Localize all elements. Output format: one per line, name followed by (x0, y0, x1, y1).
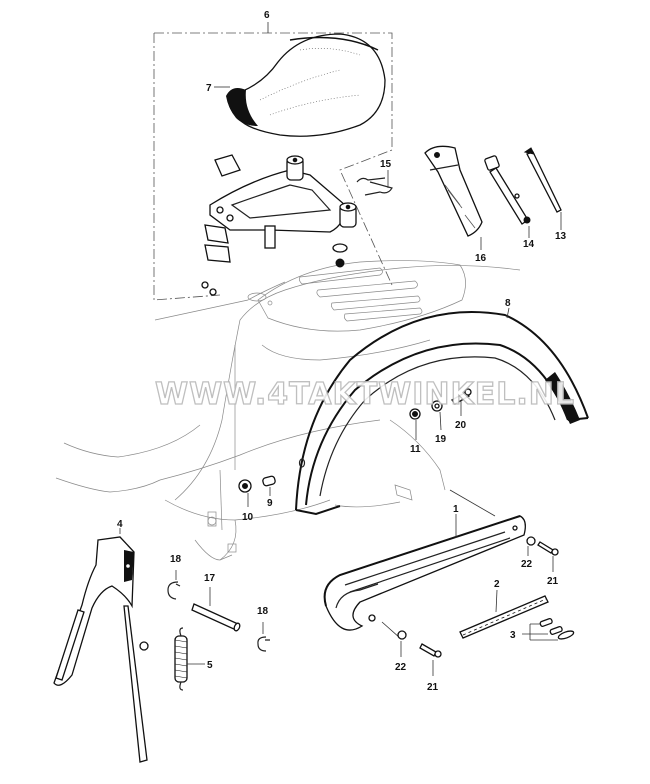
plug-wrench (484, 155, 531, 238)
seat (214, 33, 386, 137)
frame-outline (55, 260, 521, 561)
callout-5: 5 (207, 660, 213, 671)
callout-7: 7 (206, 83, 212, 94)
seat-bracket (201, 154, 357, 296)
circlip-right (257, 622, 270, 652)
callout-22b: 22 (395, 662, 407, 673)
chain-master-link-set (522, 617, 575, 641)
callout-9: 9 (267, 498, 273, 509)
stand-pivot-pin (191, 587, 241, 632)
callout-4: 4 (117, 519, 123, 530)
callout-8: 8 (505, 298, 511, 309)
callout-14: 14 (523, 239, 535, 250)
callout-labels: 6 7 15 16 14 13 8 20 19 11 9 10 1 4 18 2… (117, 10, 567, 693)
callout-1: 1 (453, 504, 459, 515)
seat-hinge-clip (356, 170, 393, 196)
callout-10: 10 (242, 512, 254, 523)
callout-21a: 21 (547, 576, 559, 587)
guard-bolt-lower (381, 621, 442, 676)
center-stand (53, 528, 149, 763)
chain-guard (323, 489, 526, 631)
drive-chain (459, 589, 549, 639)
circlip-left (167, 570, 181, 600)
callout-16: 16 (475, 253, 487, 264)
fender-hardware (409, 388, 472, 440)
callout-17: 17 (204, 573, 216, 584)
callout-3: 3 (510, 630, 516, 641)
callout-2: 2 (494, 579, 500, 590)
callout-19: 19 (435, 434, 447, 445)
callout-22a: 22 (521, 559, 533, 570)
tool-pouch (424, 145, 483, 250)
callout-18a: 18 (170, 554, 182, 565)
rear-fender (295, 307, 589, 516)
callout-15: 15 (380, 159, 392, 170)
nut-and-bushing (238, 475, 276, 507)
callout-21b: 21 (427, 682, 439, 693)
callout-20: 20 (455, 420, 467, 431)
seat-assembly-boundary (153, 22, 393, 301)
guard-bolt-upper (526, 536, 559, 572)
callout-18b: 18 (257, 606, 269, 617)
callout-6: 6 (264, 10, 270, 21)
screwdriver (523, 147, 562, 230)
stand-return-spring (174, 627, 205, 691)
callout-11: 11 (410, 444, 421, 455)
callout-13: 13 (555, 231, 567, 242)
watermark: WWW.4TAKTWINKEL.NL (154, 376, 575, 412)
